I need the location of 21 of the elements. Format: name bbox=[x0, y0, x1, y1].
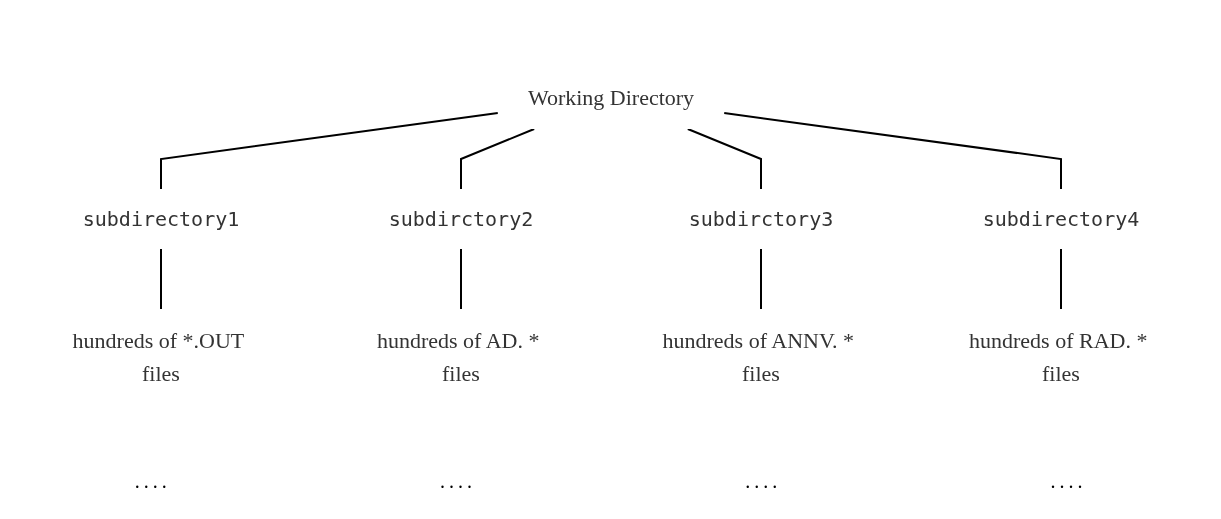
node-text: subdirectory1 bbox=[82, 206, 239, 231]
node-text: subdirctory3 bbox=[688, 206, 833, 231]
node-text: hundreds of AD. * files bbox=[376, 327, 540, 386]
node-text: subdirectory4 bbox=[982, 206, 1139, 231]
ellipsis-text: .... bbox=[1050, 470, 1087, 493]
connector bbox=[159, 247, 162, 310]
node-text: hundreds of ANNV. * files bbox=[662, 327, 854, 386]
connector bbox=[686, 127, 762, 190]
node-text: subdirctory2 bbox=[388, 206, 533, 231]
ellipsis-text: .... bbox=[134, 470, 171, 493]
connector bbox=[159, 111, 499, 190]
connector bbox=[722, 111, 1062, 190]
node-text: Working Directory bbox=[527, 84, 694, 110]
ellipsis-text: .... bbox=[745, 470, 782, 493]
node-text: hundreds of RAD. * files bbox=[968, 327, 1147, 386]
connector bbox=[759, 247, 762, 310]
connector bbox=[459, 127, 535, 190]
connector bbox=[1059, 247, 1062, 310]
ellipsis-text: .... bbox=[439, 470, 476, 493]
node-text: hundreds of *.OUT files bbox=[72, 327, 244, 386]
connector bbox=[459, 247, 462, 310]
